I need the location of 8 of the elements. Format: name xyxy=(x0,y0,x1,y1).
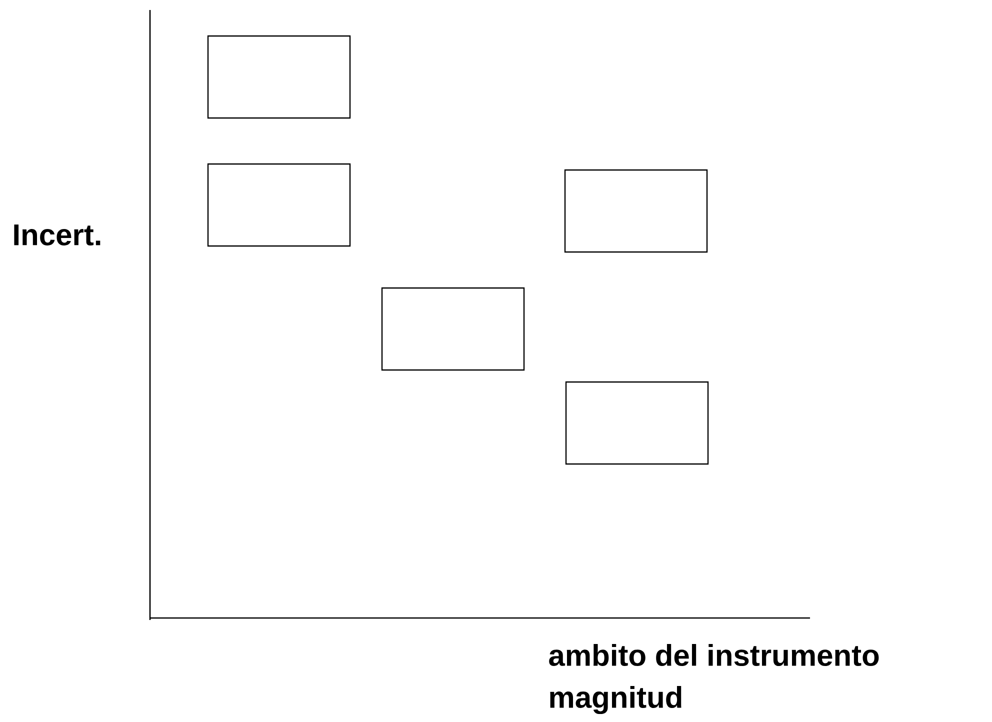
empty-box xyxy=(564,169,708,253)
empty-box xyxy=(207,163,351,247)
axis-label: ambito del instrumento xyxy=(549,644,879,666)
axis-label: Incert. xyxy=(14,224,100,246)
empty-box xyxy=(207,35,351,119)
empty-box xyxy=(565,381,709,465)
axis-label: magnitud xyxy=(550,686,682,714)
empty-box xyxy=(381,287,525,371)
